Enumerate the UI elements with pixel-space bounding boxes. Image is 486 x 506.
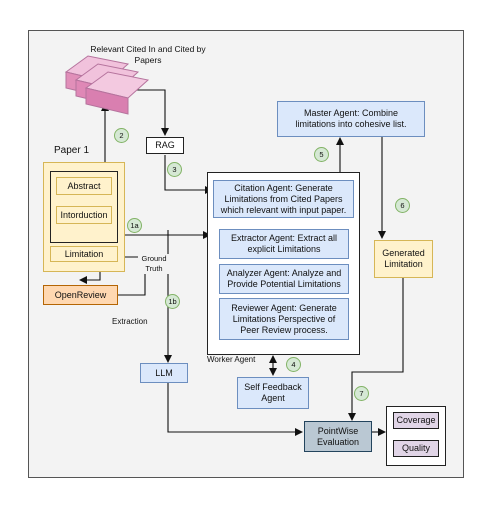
- section-limitation: Limitation: [50, 246, 118, 262]
- step-2-badge: 2: [114, 128, 129, 143]
- rag-box: RAG: [146, 137, 184, 154]
- analyzer-agent-box: Analyzer Agent: Analyze and Provide Pote…: [219, 264, 349, 294]
- section-introduction: Intorduction: [56, 206, 112, 224]
- worker-agent-label: Worker Agent: [207, 355, 256, 364]
- step-3-badge: 3: [167, 162, 182, 177]
- llm-box: LLM: [140, 363, 188, 383]
- paper-sections-frame: [50, 171, 118, 243]
- self-feedback-box: Self Feedback Agent: [237, 377, 309, 409]
- paper-title: Paper 1: [54, 145, 90, 156]
- edge-rag-to-citation: [164, 155, 213, 194]
- sources-label: Relevant Cited In and Cited by Papers: [90, 44, 206, 65]
- coverage-box: Coverage: [393, 412, 439, 429]
- papers-stack-icon: [64, 55, 150, 115]
- edge-generated-to-pointwise: [348, 278, 404, 421]
- extraction-label: Extraction: [112, 317, 148, 326]
- step-1b-badge: 1b: [165, 294, 180, 309]
- ground-truth-label: Ground Truth: [138, 254, 170, 274]
- extractor-agent-box: Extractor Agent: Extract all explicit Li…: [219, 229, 349, 259]
- step-5-badge: 5: [314, 147, 329, 162]
- edge-papers-to-rag: [133, 89, 169, 136]
- pointwise-evaluation-box: PointWise Evaluation: [304, 421, 372, 452]
- step-6-badge: 6: [395, 198, 410, 213]
- master-agent-box: Master Agent: Combine limitations into c…: [277, 101, 425, 137]
- quality-box: Quality: [393, 440, 439, 457]
- step-4-badge: 4: [286, 357, 301, 372]
- reviewer-agent-box: Reviewer Agent: Generate Limitations Per…: [219, 298, 349, 340]
- generated-limitation-box: Generated Limitation: [374, 240, 433, 278]
- step-1a-badge: 1a: [127, 218, 142, 233]
- edge-ground-truth: [117, 253, 146, 296]
- openreview-box: OpenReview: [43, 285, 118, 305]
- step-7-badge: 7: [354, 386, 369, 401]
- section-abstract: Abstract: [56, 177, 112, 195]
- edge-llm-to-pointwise: [167, 382, 303, 436]
- citation-agent-box: Citation Agent: Generate Limitations fro…: [213, 180, 354, 218]
